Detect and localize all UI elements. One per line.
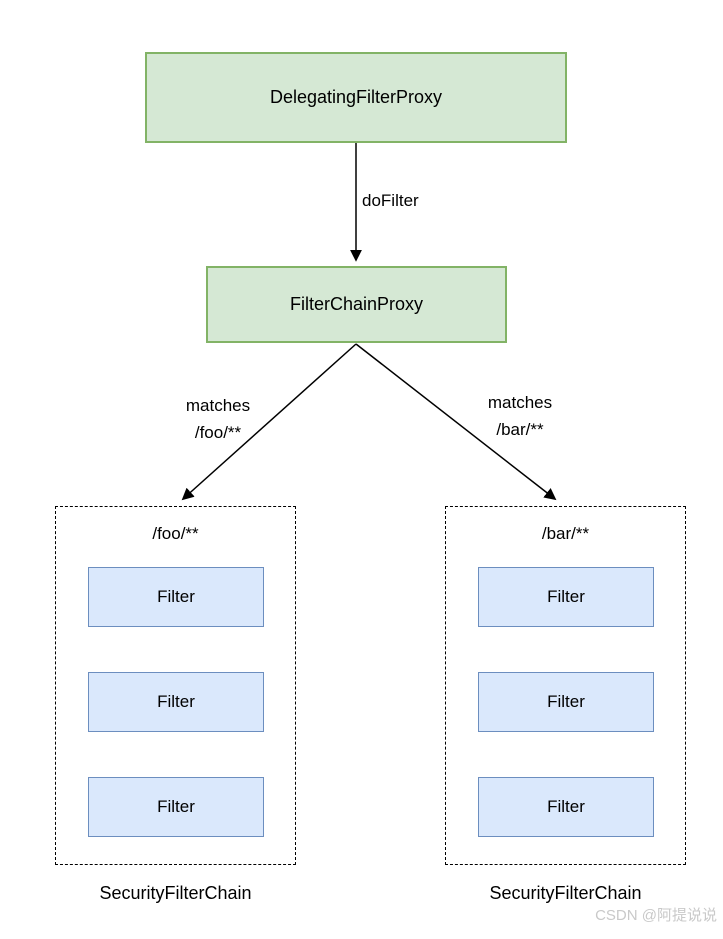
- left-filter-1-label: Filter: [157, 587, 195, 606]
- right-chain-title: /bar/**: [541, 524, 590, 543]
- right-filter-3: Filter: [478, 777, 654, 837]
- dofilter-edge-label: doFilter: [360, 191, 421, 211]
- csdn-watermark: CSDN @阿提说说: [595, 907, 717, 924]
- left-match-line2: /foo/**: [194, 423, 242, 442]
- right-security-filter-chain-container: /bar/** Filter Filter Filter: [445, 506, 686, 865]
- right-filter-3-label: Filter: [547, 797, 585, 816]
- right-filter-2: Filter: [478, 672, 654, 732]
- right-filter-2-label: Filter: [547, 692, 585, 711]
- left-filter-1: Filter: [88, 567, 264, 627]
- delegating-filter-proxy-node: DelegatingFilterProxy: [145, 52, 567, 143]
- left-match-line1: matches: [185, 396, 251, 415]
- left-match-edge-label: matches /foo/**: [158, 392, 278, 446]
- left-filter-2: Filter: [88, 672, 264, 732]
- right-filter-1: Filter: [478, 567, 654, 627]
- left-filter-3-label: Filter: [157, 797, 195, 816]
- right-match-edge-label: matches /bar/**: [460, 389, 580, 443]
- right-chain-caption: SecurityFilterChain: [489, 883, 642, 903]
- right-match-line1: matches: [487, 393, 553, 412]
- left-filter-2-label: Filter: [157, 692, 195, 711]
- filter-chain-proxy-node: FilterChainProxy: [206, 266, 507, 343]
- right-filter-1-label: Filter: [547, 587, 585, 606]
- left-filter-3: Filter: [88, 777, 264, 837]
- left-security-filter-chain-container: /foo/** Filter Filter Filter: [55, 506, 296, 865]
- left-chain-caption: SecurityFilterChain: [99, 883, 252, 903]
- right-match-line2: /bar/**: [496, 420, 544, 439]
- left-chain-title: /foo/**: [152, 524, 199, 543]
- delegating-filter-proxy-label: DelegatingFilterProxy: [269, 87, 443, 107]
- filter-chain-proxy-label: FilterChainProxy: [289, 294, 424, 314]
